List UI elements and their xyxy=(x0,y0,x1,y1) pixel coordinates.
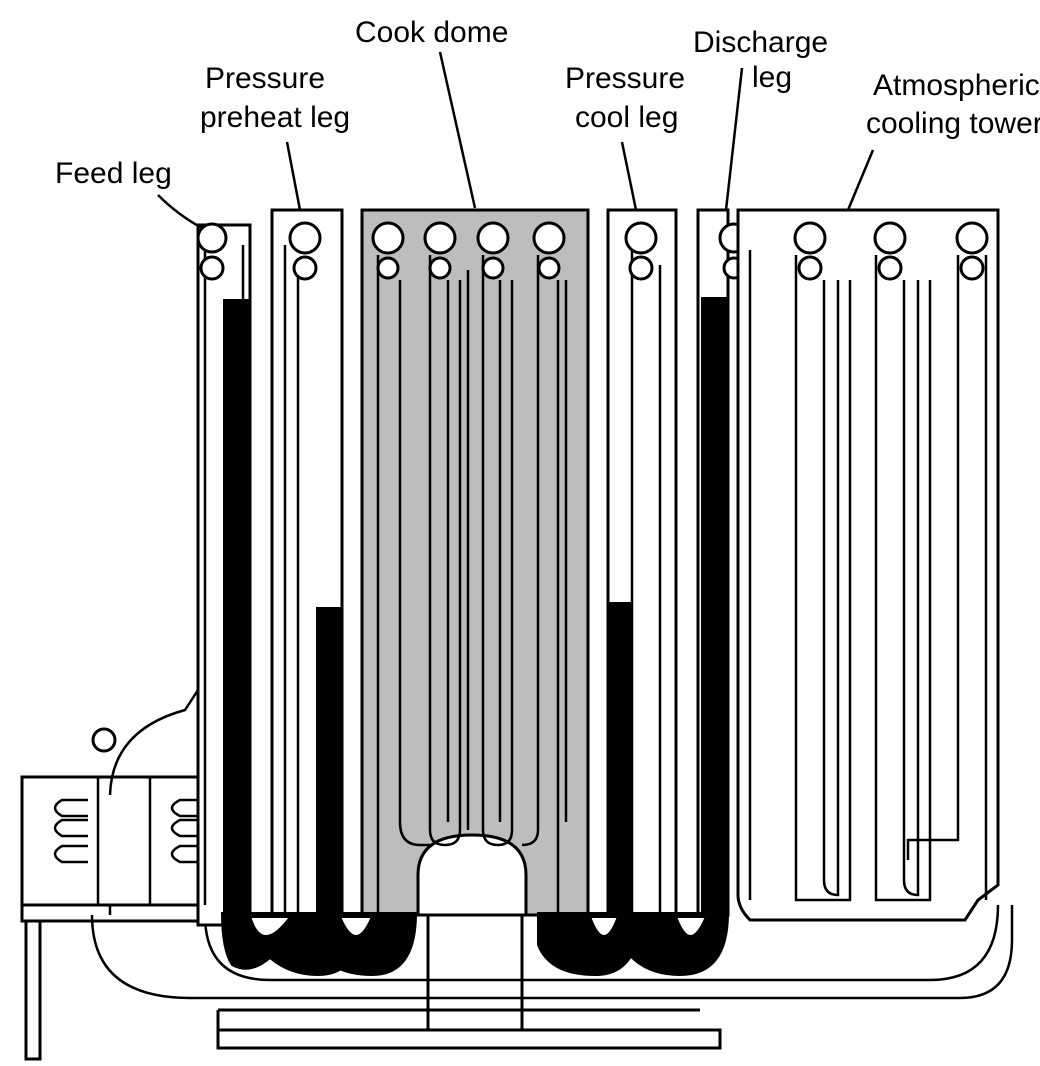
pressure-preheat-leg xyxy=(270,208,344,917)
feed-leg xyxy=(196,222,252,927)
water-seals xyxy=(220,912,730,977)
atmospheric-tower-label-line1: Atmospheric xyxy=(873,69,1040,102)
base-frame xyxy=(20,795,1014,1061)
cook-dome-label: Cook dome xyxy=(355,16,508,49)
discharge-leg-label-line2: leg xyxy=(752,61,792,94)
feed-leg-label: Feed leg xyxy=(55,157,172,190)
discharge-leg-label-line1: Discharge xyxy=(693,26,828,59)
atmospheric-cooling-tower xyxy=(736,208,1000,922)
atmospheric-tower-label-line2: cooling tower xyxy=(866,107,1040,140)
pressure-cool-leg xyxy=(606,208,678,917)
discharge-leg xyxy=(696,208,750,917)
feeder-box xyxy=(20,689,224,907)
pressure-preheat-leg-label-line1: Pressure xyxy=(205,62,325,95)
callout-lines xyxy=(157,51,875,230)
cook-dome xyxy=(360,208,590,917)
pressure-cool-leg-label-line1: Pressure xyxy=(565,62,685,95)
pressure-preheat-leg-label-line2: preheat leg xyxy=(200,101,350,134)
pressure-cool-leg-label-line2: cool leg xyxy=(575,101,678,134)
